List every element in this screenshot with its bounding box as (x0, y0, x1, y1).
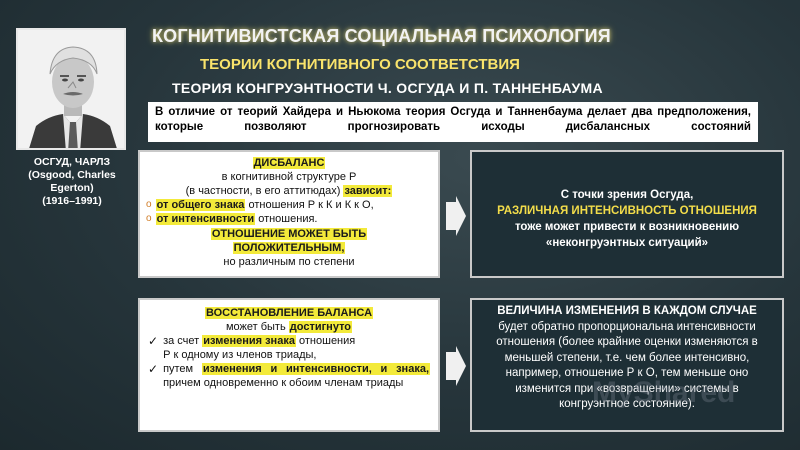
restore-item-intensity: ✓ путем изменения и интенсивности, и зна… (148, 362, 431, 389)
change-magnitude-box: ВЕЛИЧИНА ИЗМЕНЕНИЯ В КАЖДОМ СЛУЧАЕ будет… (470, 298, 784, 432)
relation-positive-cont: ПОЛОЖИТЕЛЬНЫМ, (232, 242, 346, 254)
person-name-latin: (Osgood, Charles (28, 169, 116, 181)
restore-balance-box: ВОССТАНОВЛЕНИЕ БАЛАНСА может быть достиг… (138, 298, 440, 432)
check-icon: ✓ (148, 362, 159, 376)
imbalance-box: ДИСБАЛАНС в когнитивной структуре Р (в ч… (138, 150, 440, 278)
person-name-latin-cont: Egerton) (50, 182, 94, 194)
osgood-view-highlight: РАЗЛИЧНАЯ ИНТЕНСИВНОСТЬ ОТНОШЕНИЯ (497, 205, 757, 217)
change-body: будет обратно пропорциональна интенсивно… (496, 320, 758, 411)
bullet-icon: o (146, 213, 152, 224)
watermark: MyShared (592, 376, 736, 409)
osgood-view-line4: «неконгруэнтных ситуаций» (545, 237, 709, 249)
person-years: (1916–1991) (42, 195, 102, 207)
change-heading: ВЕЛИЧИНА ИЗМЕНЕНИЯ В КАЖДОМ СЛУЧАЕ (497, 305, 757, 317)
imbalance-bullet-intensity: o от интенсивности отношения. (146, 213, 318, 225)
bullet-icon: o (146, 199, 152, 210)
relation-positive: ОТНОШЕНИЕ МОЖЕТ БЫТЬ (210, 228, 368, 240)
imbalance-bullet-sign: o от общего знака отношения Р к К и К к … (146, 199, 374, 211)
theory-title: ТЕОРИЯ КОНГРУЭНТНОСТИ Ч. ОСГУДА И П. ТАН… (172, 80, 603, 96)
check-icon: ✓ (148, 334, 159, 348)
osgood-view-line3: тоже может привести к возникновению (514, 221, 740, 233)
imbalance-line2: (в частности, в его аттитюдах) зависит: (185, 185, 393, 197)
restore-heading: ВОССТАНОВЛЕНИЕ БАЛАНСА (204, 307, 374, 319)
slide-subtitle: ТЕОРИИ КОГНИТИВНОГО СООТВЕТСТВИЯ (200, 56, 520, 73)
relation-degree: но различным по степени (223, 256, 355, 268)
slide-title: КОГНИТИВИСТСКАЯ СОЦИАЛЬНАЯ ПСИХОЛОГИЯ (152, 26, 611, 46)
person-caption: ОСГУД, ЧАРЛЗ (Osgood, Charles Egerton) (… (14, 156, 130, 208)
portrait-image (18, 30, 124, 148)
arrow-right-icon (446, 196, 466, 236)
person-name: ОСГУД, ЧАРЛЗ (33, 156, 111, 168)
intro-text: В отличие от теорий Хайдера и Ньюкома те… (148, 102, 758, 142)
imbalance-heading: ДИСБАЛАНС (252, 157, 326, 169)
arrow-right-icon (446, 346, 466, 386)
imbalance-line1: в когнитивной структуре Р (221, 171, 357, 183)
restore-line1: может быть достигнуто (225, 321, 353, 333)
osgood-view-box: С точки зрения Осгуда, РАЗЛИЧНАЯ ИНТЕНСИ… (470, 150, 784, 278)
portrait-photo (16, 28, 126, 150)
osgood-view-line1: С точки зрения Осгуда, (560, 189, 694, 201)
